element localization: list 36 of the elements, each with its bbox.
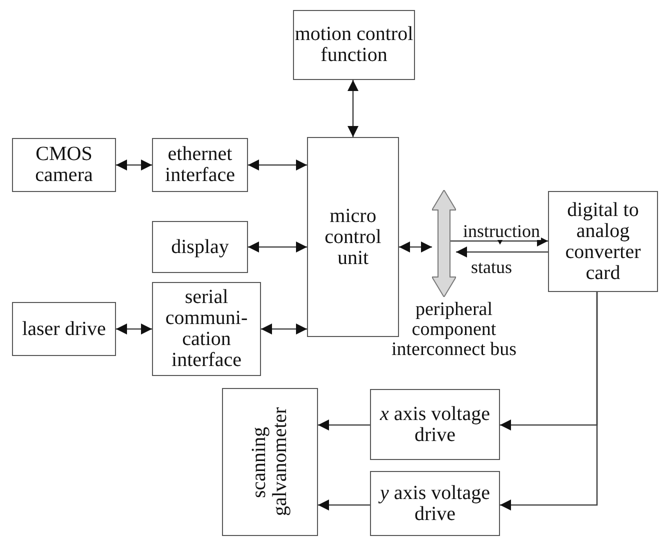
block-box	[152, 282, 261, 376]
block-label: ethernet interface	[164, 144, 236, 186]
double-arrow	[116, 324, 152, 334]
block-label: digital to analog converter card	[564, 200, 642, 284]
block-label: serial communi- cation interface	[164, 287, 249, 371]
block-box	[152, 221, 248, 273]
block-label: scanning galvanometer	[249, 406, 291, 518]
block-box	[152, 138, 248, 192]
arrow	[456, 246, 548, 258]
double-arrow	[248, 160, 307, 170]
block-label: y axis voltage drive	[377, 482, 491, 524]
block-box	[370, 471, 500, 536]
block-label: laser drive	[22, 318, 106, 340]
arrow	[450, 238, 548, 246]
double-arrow	[248, 242, 307, 252]
arrow	[500, 292, 598, 510]
block-label: display	[171, 236, 229, 258]
block-label: x axis voltage drive	[378, 404, 491, 446]
block-box	[293, 10, 415, 80]
double-arrow	[116, 160, 152, 170]
double-arrow	[348, 80, 358, 137]
block-box	[12, 302, 116, 356]
double-arrow	[261, 324, 307, 334]
arrow	[318, 420, 370, 430]
double-arrow	[399, 242, 432, 252]
block-box	[307, 137, 399, 337]
block-label: CMOS camera	[34, 144, 94, 186]
block-box	[12, 138, 116, 192]
edge-label: instruction	[462, 222, 541, 240]
block-box	[370, 389, 500, 460]
block-box	[222, 388, 318, 536]
block-label: micro control unit	[324, 206, 382, 268]
arrow	[318, 500, 370, 510]
block-label: motion control function	[294, 24, 414, 66]
bus-label: peripheral component interconnect bus	[390, 300, 518, 360]
block-box	[548, 191, 658, 292]
